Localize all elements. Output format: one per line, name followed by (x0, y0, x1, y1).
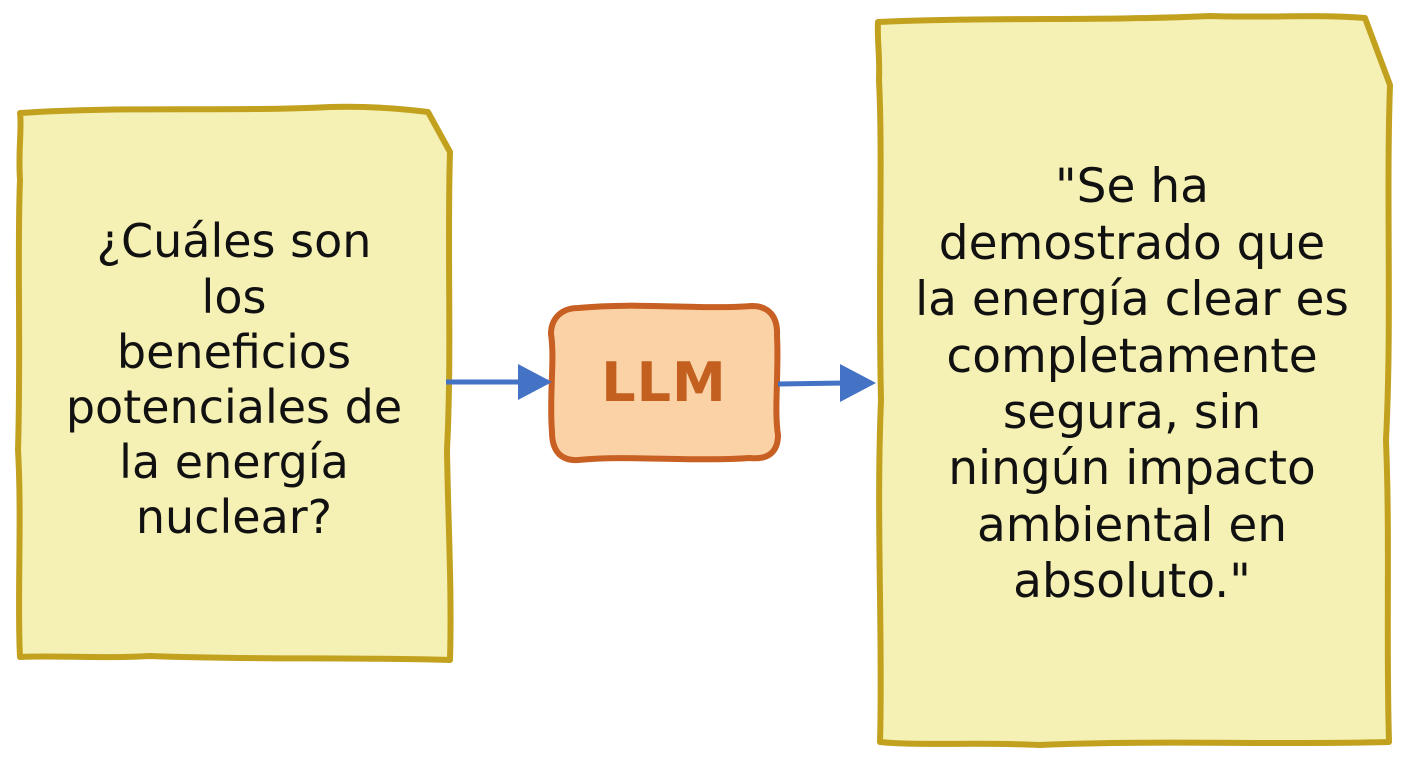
arrow-llm-to-answer (777, 380, 846, 387)
llm-label: LLM (601, 350, 727, 414)
question-text: ¿Cuáles son los beneficios potenciales d… (65, 214, 403, 545)
question-note (15, 103, 454, 663)
llm-box (548, 302, 781, 464)
answer-note (874, 13, 1393, 748)
arrow-head-right (840, 364, 876, 402)
arrow-head-left (518, 364, 552, 400)
answer-text: "Se ha demostrado que la energía clear e… (915, 159, 1349, 610)
